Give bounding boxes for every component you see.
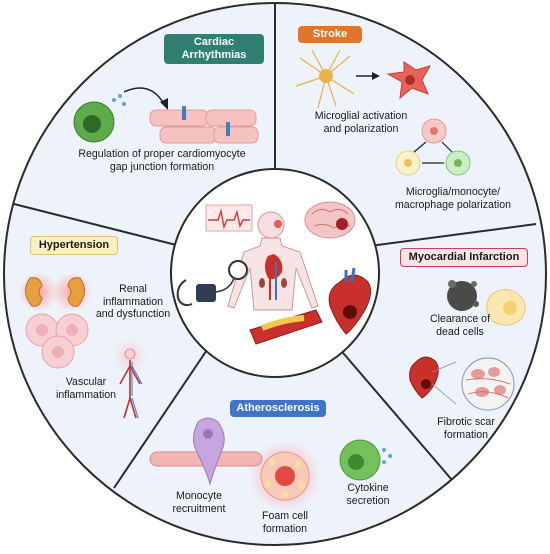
kidney-icon <box>18 272 92 312</box>
athero-caption-cytokine: Cytokine secretion <box>338 482 398 507</box>
athero-caption3-line2: secretion <box>346 494 390 507</box>
athero-caption3-line1: Cytokine <box>347 482 389 494</box>
cardiac-title-line1: Cardiac <box>193 36 235 48</box>
cardiomyocyte-cells-icon <box>149 106 259 144</box>
mi-caption2-line2: formation <box>443 428 489 441</box>
cardiac-caption-line2: gap junction formation <box>109 160 215 173</box>
mi-caption2-line1: Fibrotic scar <box>437 416 495 428</box>
athero-caption1-line1: Monocyte <box>176 490 222 502</box>
hypertension-caption1-line3: and dysfunction <box>95 308 171 320</box>
hypertension-caption-vascular: Vascular inflammation <box>54 376 118 401</box>
divider-left <box>13 203 197 251</box>
hypertension-caption-renal: Renal inflammation and dysfunction <box>88 283 178 321</box>
renal-cells-icon <box>25 313 89 369</box>
athero-caption-foam: Foam cell formation <box>250 510 320 535</box>
cardiac-caption: Regulation of proper cardiomyocyte gap j… <box>42 148 282 173</box>
stroke-title: Stroke <box>312 28 348 40</box>
divider-right <box>354 223 537 249</box>
stroke-caption-microglial: Microglial activation and polarization <box>286 110 436 135</box>
cardiac-caption-line1: Regulation of proper cardiomyocyte <box>78 148 246 160</box>
phagocyte-cell-icon <box>486 289 526 326</box>
vascular-system-icon <box>112 338 148 419</box>
infarct-heart-icon <box>409 356 457 405</box>
fibrotic-tissue-icon <box>461 357 515 411</box>
athero-caption-monocyte: Monocyte recruitment <box>164 490 234 515</box>
athero-title: Atherosclerosis <box>236 402 320 414</box>
atherosclerosis-tag: Atherosclerosis <box>230 400 326 417</box>
brain-icon <box>304 201 356 239</box>
divider-bottom-right <box>331 339 453 481</box>
divider-bottom-left <box>113 337 216 489</box>
polarization-cycle-icon <box>395 118 471 176</box>
macrophage-cell-icon <box>73 94 126 143</box>
arrow-icon <box>123 87 165 105</box>
hypertension-caption1-line1: Renal <box>119 283 147 295</box>
hypertension-tag: Hypertension <box>30 236 118 255</box>
mi-caption1-line2: dead cells <box>436 325 484 338</box>
hypertension-caption1-line2: inflammation <box>102 295 164 308</box>
microglia-activated-icon <box>386 61 432 100</box>
hypertension-title: Hypertension <box>38 239 110 251</box>
arrowhead-icon <box>372 72 380 80</box>
mi-caption-fibrotic: Fibrotic scar formation <box>426 416 506 441</box>
cytokine-secreting-cell-icon <box>339 439 392 481</box>
cardiac-arrhythmias-tag: Cardiac Arrhythmias <box>164 34 264 64</box>
dead-cell-debris-icon <box>447 280 479 311</box>
stroke-caption2-line1: Microglia/monocyte/ <box>405 186 501 198</box>
arrowhead-icon <box>160 98 168 110</box>
cardiac-title-line2: Arrhythmias <box>181 49 247 61</box>
mi-caption1-line1: Clearance of <box>429 313 491 325</box>
hypertension-caption2-line1: Vascular <box>65 376 107 388</box>
foam-cell-icon <box>249 440 321 512</box>
stroke-tag: Stroke <box>298 26 362 43</box>
stroke-caption2-line2: macrophage polarization <box>394 198 511 211</box>
microglia-resting-icon <box>295 49 355 109</box>
stroke-caption-polarization: Microglia/monocyte/ macrophage polarizat… <box>378 186 528 211</box>
heart-icon <box>328 267 372 335</box>
mi-caption-clearance: Clearance of dead cells <box>420 313 500 338</box>
mi-title: Myocardial Infarction <box>408 251 520 263</box>
athero-caption2-line1: Foam cell <box>262 510 308 522</box>
athero-caption1-line2: recruitment <box>172 502 226 515</box>
blood-pressure-cuff-icon <box>176 260 248 307</box>
ecg-monitor-icon <box>205 204 253 232</box>
artery-plaque-icon <box>249 309 323 345</box>
myocardial-infarction-tag: Myocardial Infarction <box>400 248 528 267</box>
hypertension-caption2-line2: inflammation <box>55 388 117 401</box>
stroke-caption1-line1: Microglial activation <box>314 110 408 122</box>
athero-caption2-line2: formation <box>262 522 308 535</box>
stroke-caption1-line2: and polarization <box>323 122 399 135</box>
